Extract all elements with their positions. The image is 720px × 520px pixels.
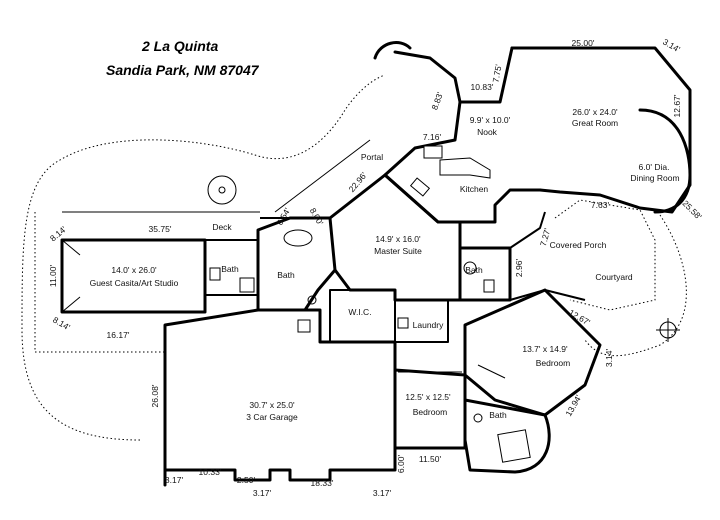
dim-7-16: 7.16' xyxy=(423,132,442,142)
deck-label: Deck xyxy=(212,222,232,232)
south-bath-label: Bath xyxy=(489,410,507,420)
master-bath-walls xyxy=(256,216,337,312)
garage-walls xyxy=(163,308,397,482)
dim-25-00: 25.00' xyxy=(572,38,595,48)
east-bedroom-walls xyxy=(463,288,602,417)
dim-13-94: 13.94' xyxy=(563,393,583,418)
courtyard-label: Courtyard xyxy=(595,272,633,282)
east-bedroom-size: 13.7' x 14.9' xyxy=(522,344,568,354)
south-bath-walls xyxy=(463,398,551,474)
kitchen-sink xyxy=(409,177,431,197)
casita-name: Guest Casita/Art Studio xyxy=(90,278,179,288)
master-bath-sink xyxy=(307,295,317,305)
dim-11-00: 11.00' xyxy=(48,264,58,287)
portal-label: Portal xyxy=(361,152,383,162)
south-bath-sink xyxy=(473,413,483,423)
kitchen-walls xyxy=(383,100,542,224)
casita-window-west-top xyxy=(61,239,81,256)
dim-10-83: 10.83' xyxy=(471,82,494,92)
hall-bath-fixture xyxy=(463,261,477,275)
cooktop xyxy=(423,145,443,159)
courtyard-outline xyxy=(554,199,656,311)
garage-name: 3 Car Garage xyxy=(246,412,298,422)
wic-label: W.I.C. xyxy=(348,307,371,317)
covered-porch-label: Covered Porch xyxy=(550,240,607,250)
dim-2-50: 2.50' xyxy=(237,475,256,485)
casita-bath-toilet xyxy=(209,267,221,281)
dim-16-17: 16.17' xyxy=(107,330,130,340)
spiral-stair xyxy=(207,175,237,205)
dim-3-17-right: 3.17' xyxy=(373,488,392,498)
covered-porch-edge xyxy=(509,211,586,301)
dim-3-14-east: 3.14' xyxy=(604,349,614,368)
dim-8-14-bottom: 8.14' xyxy=(51,315,72,333)
dim-8-83: 8.83' xyxy=(429,90,445,111)
south-bedroom-size: 12.5' x 12.5' xyxy=(405,392,451,402)
great-room-walls xyxy=(510,46,692,214)
east-bedroom-name: Bedroom xyxy=(536,358,571,368)
master-bath-label: Bath xyxy=(277,270,295,280)
south-tub xyxy=(497,429,531,463)
entry-bay xyxy=(373,41,412,60)
master-bath-toilet xyxy=(297,319,311,333)
dim-26-08: 26.08' xyxy=(150,384,160,407)
casita-window-west-bottom xyxy=(61,296,81,313)
dim-7-63: 7.63' xyxy=(591,200,610,210)
laundry-label: Laundry xyxy=(413,320,444,330)
hall-bath-label: Bath xyxy=(465,265,483,275)
dim-2-96: 2.96' xyxy=(514,259,524,278)
dim-7-27: 7.27' xyxy=(538,227,552,247)
dim-6-00: 6.00' xyxy=(396,455,406,474)
dim-35-75: 35.75' xyxy=(149,224,172,234)
master-suite-size: 14.9' x 16.0' xyxy=(375,234,421,244)
garage-size: 30.7' x 25.0' xyxy=(249,400,295,410)
dim-6-54: 6.54' xyxy=(275,206,293,227)
dim-18-33: 18.33' xyxy=(311,478,334,488)
dim-11-50: 11.50' xyxy=(419,454,442,464)
compass-rays xyxy=(656,318,680,342)
kitchen-label: Kitchen xyxy=(460,184,489,194)
hall-bath-walls xyxy=(458,246,512,302)
casita-patio-outline xyxy=(34,212,165,353)
great-room-name: Great Room xyxy=(572,118,618,128)
dim-25-58: 25.58' xyxy=(680,198,704,222)
address-line-2: Sandia Park, NM 87047 xyxy=(106,62,260,78)
site-boundary xyxy=(21,74,386,441)
laundry-machine xyxy=(397,317,409,329)
nook-walls xyxy=(393,46,514,104)
dim-12-67: 12.67' xyxy=(672,94,682,117)
great-room-size: 26.0' x 24.0' xyxy=(572,107,618,117)
kitchen-island xyxy=(439,157,491,179)
dim-3-17-left: 3.17' xyxy=(165,475,184,485)
site-boundary-east xyxy=(584,214,687,357)
casita-bath-walls xyxy=(205,239,259,296)
laundry-walls xyxy=(395,299,449,343)
east-bedroom-closet xyxy=(477,364,506,379)
dim-3-14-top: 3.14' xyxy=(661,37,682,55)
dim-10-33: 10.33' xyxy=(199,467,222,477)
hall-bath-toilet xyxy=(483,279,495,293)
dining-room-bay xyxy=(638,108,692,214)
casita-size: 14.0' x 26.0' xyxy=(111,265,157,275)
casita-bath-shower xyxy=(239,277,255,293)
dim-7-75: 7.75' xyxy=(491,63,504,83)
dining-name: Dining Room xyxy=(630,173,679,183)
address-line-1: 2 La Quinta xyxy=(141,38,218,54)
nook-name: Nook xyxy=(477,127,498,137)
nook-size: 9.9' x 10.0' xyxy=(470,115,511,125)
master-suite-name: Master Suite xyxy=(374,246,422,256)
casita-bath-label: Bath xyxy=(221,264,239,274)
south-bedroom-name: Bedroom xyxy=(413,407,448,417)
dim-3-17-mid: 3.17' xyxy=(253,488,272,498)
casita-walls xyxy=(60,238,207,314)
portal-column-line xyxy=(274,139,371,213)
spiral-stair-core xyxy=(218,186,226,194)
dining-size: 6.0' Dia. xyxy=(639,162,670,172)
master-tub xyxy=(283,229,313,247)
